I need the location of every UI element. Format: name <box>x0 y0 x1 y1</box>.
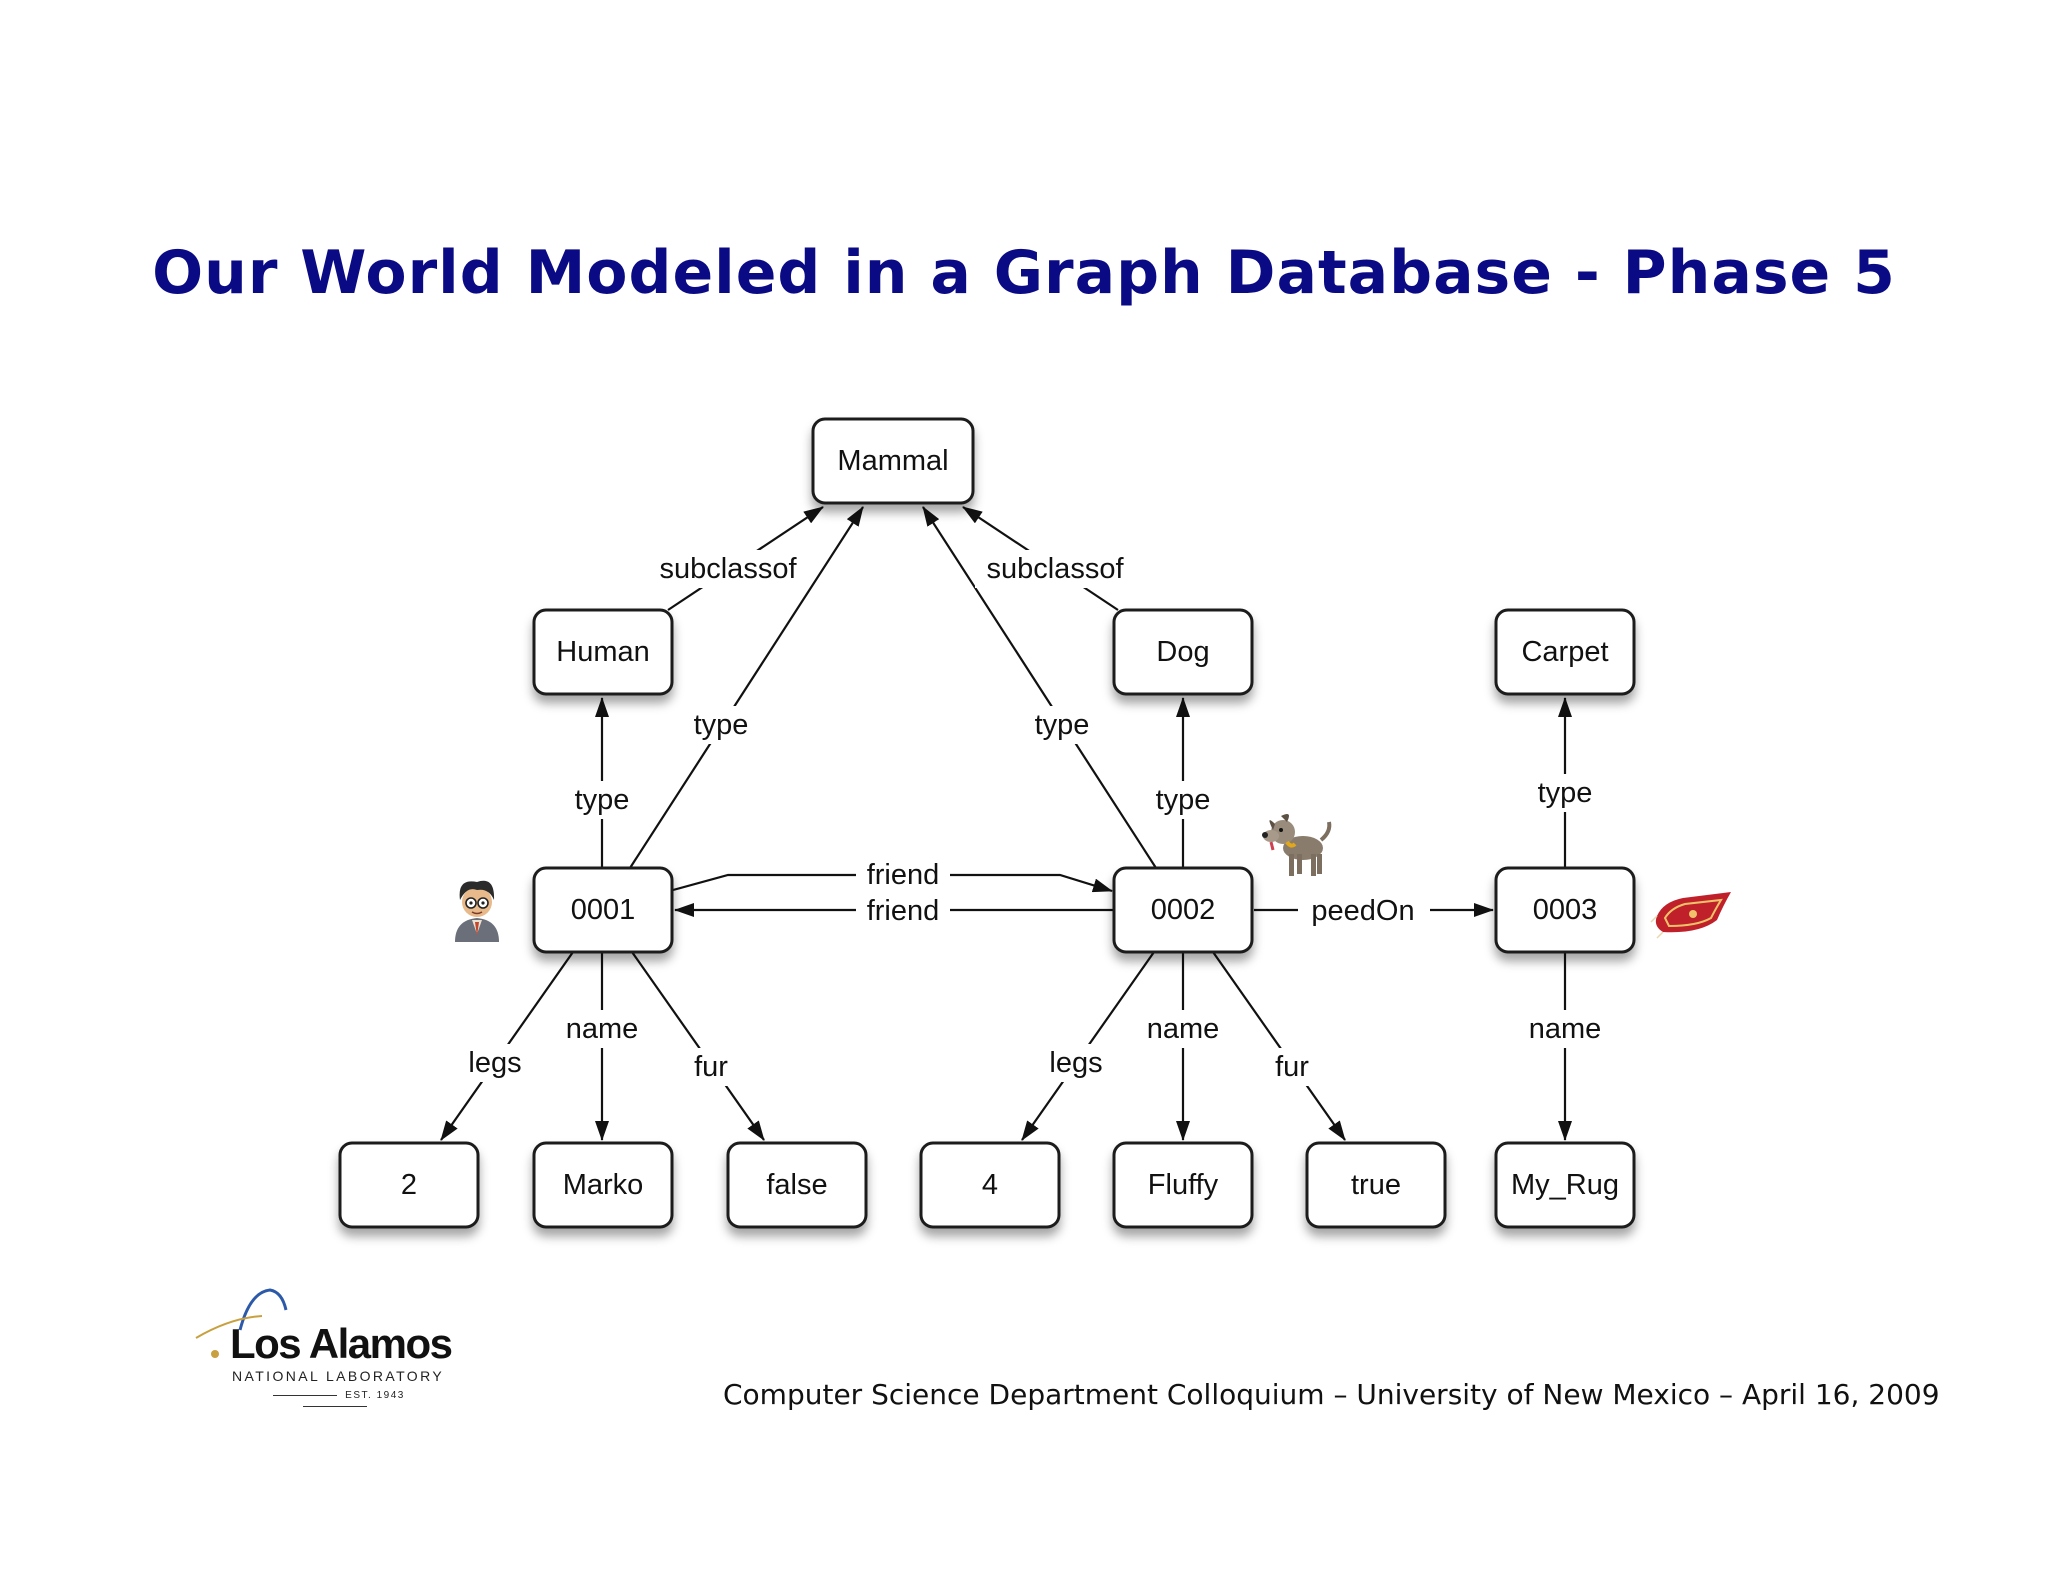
node-human: Human <box>532 608 674 696</box>
label-0001-type-mammal: type <box>694 709 749 741</box>
node-value-myrug: My_Rug <box>1494 1141 1636 1229</box>
svg-text:My_Rug: My_Rug <box>1511 1169 1619 1201</box>
label-0003-name: name <box>1529 1013 1602 1045</box>
node-0003: 0003 <box>1494 866 1636 954</box>
label-0001-type-human: type <box>575 784 630 816</box>
edge-0002-type-mammal <box>922 506 1157 869</box>
edge-0002-fur <box>1212 951 1346 1141</box>
edge-labels: subclassof subclassof type type type typ… <box>459 550 1606 1086</box>
label-peedon: peedOn <box>1311 895 1414 927</box>
node-dog: Dog <box>1112 608 1254 696</box>
node-carpet: Carpet <box>1494 608 1636 696</box>
svg-text:Carpet: Carpet <box>1521 636 1608 668</box>
svg-text:0002: 0002 <box>1151 894 1216 926</box>
logo-subtitle: NATIONAL LABORATORY <box>232 1368 445 1384</box>
svg-text:Marko: Marko <box>563 1169 644 1201</box>
node-mammal: Mammal <box>811 417 975 505</box>
label-friend-forward: friend <box>867 859 940 891</box>
node-value-marko: Marko <box>532 1141 674 1229</box>
svg-text:Fluffy: Fluffy <box>1148 1169 1219 1201</box>
label-0001-legs: legs <box>468 1047 521 1079</box>
svg-text:Mammal: Mammal <box>837 445 948 477</box>
logo-established: EST. 1943 <box>232 1390 438 1412</box>
node-0001: 0001 <box>532 866 674 954</box>
node-value-true: true <box>1305 1141 1447 1229</box>
node-value-2: 2 <box>338 1141 480 1229</box>
svg-text:Human: Human <box>556 636 650 668</box>
label-friend-back: friend <box>867 895 940 927</box>
slide-footer: Computer Science Department Colloquium –… <box>723 1378 1940 1411</box>
label-0002-type-dog: type <box>1156 784 1211 816</box>
svg-text:0003: 0003 <box>1533 894 1598 926</box>
node-value-false: false <box>726 1141 868 1229</box>
carpet-icon <box>1650 892 1731 939</box>
node-value-4: 4 <box>919 1141 1061 1229</box>
node-0002: 0002 <box>1112 866 1254 954</box>
label-0001-name: name <box>566 1013 639 1045</box>
label-0002-type-mammal: type <box>1035 709 1090 741</box>
node-value-fluffy: Fluffy <box>1112 1141 1254 1229</box>
dog-icon <box>1262 814 1332 876</box>
svg-text:false: false <box>766 1169 827 1201</box>
svg-text:2: 2 <box>401 1169 417 1201</box>
edge-0001-fur <box>631 951 765 1141</box>
logo-wordmark: Los Alamos <box>230 1320 453 1367</box>
slide-title: Our World Modeled in a Graph Database - … <box>152 238 1896 308</box>
svg-text:true: true <box>1351 1169 1401 1201</box>
svg-text:4: 4 <box>982 1169 998 1201</box>
label-0002-legs: legs <box>1049 1047 1102 1079</box>
label-0002-fur: fur <box>1275 1051 1309 1083</box>
edge-0001-type-mammal <box>629 506 864 869</box>
label-dog-subclassof: subclassof <box>986 553 1124 585</box>
los-alamos-logo-mark <box>195 1288 288 1358</box>
person-icon <box>455 880 499 942</box>
label-0002-name: name <box>1147 1013 1220 1045</box>
label-0001-fur: fur <box>694 1051 728 1083</box>
svg-text:Dog: Dog <box>1156 636 1209 668</box>
label-0003-type-carpet: type <box>1538 777 1593 809</box>
svg-text:0001: 0001 <box>571 894 636 926</box>
label-human-subclassof: subclassof <box>659 553 797 585</box>
